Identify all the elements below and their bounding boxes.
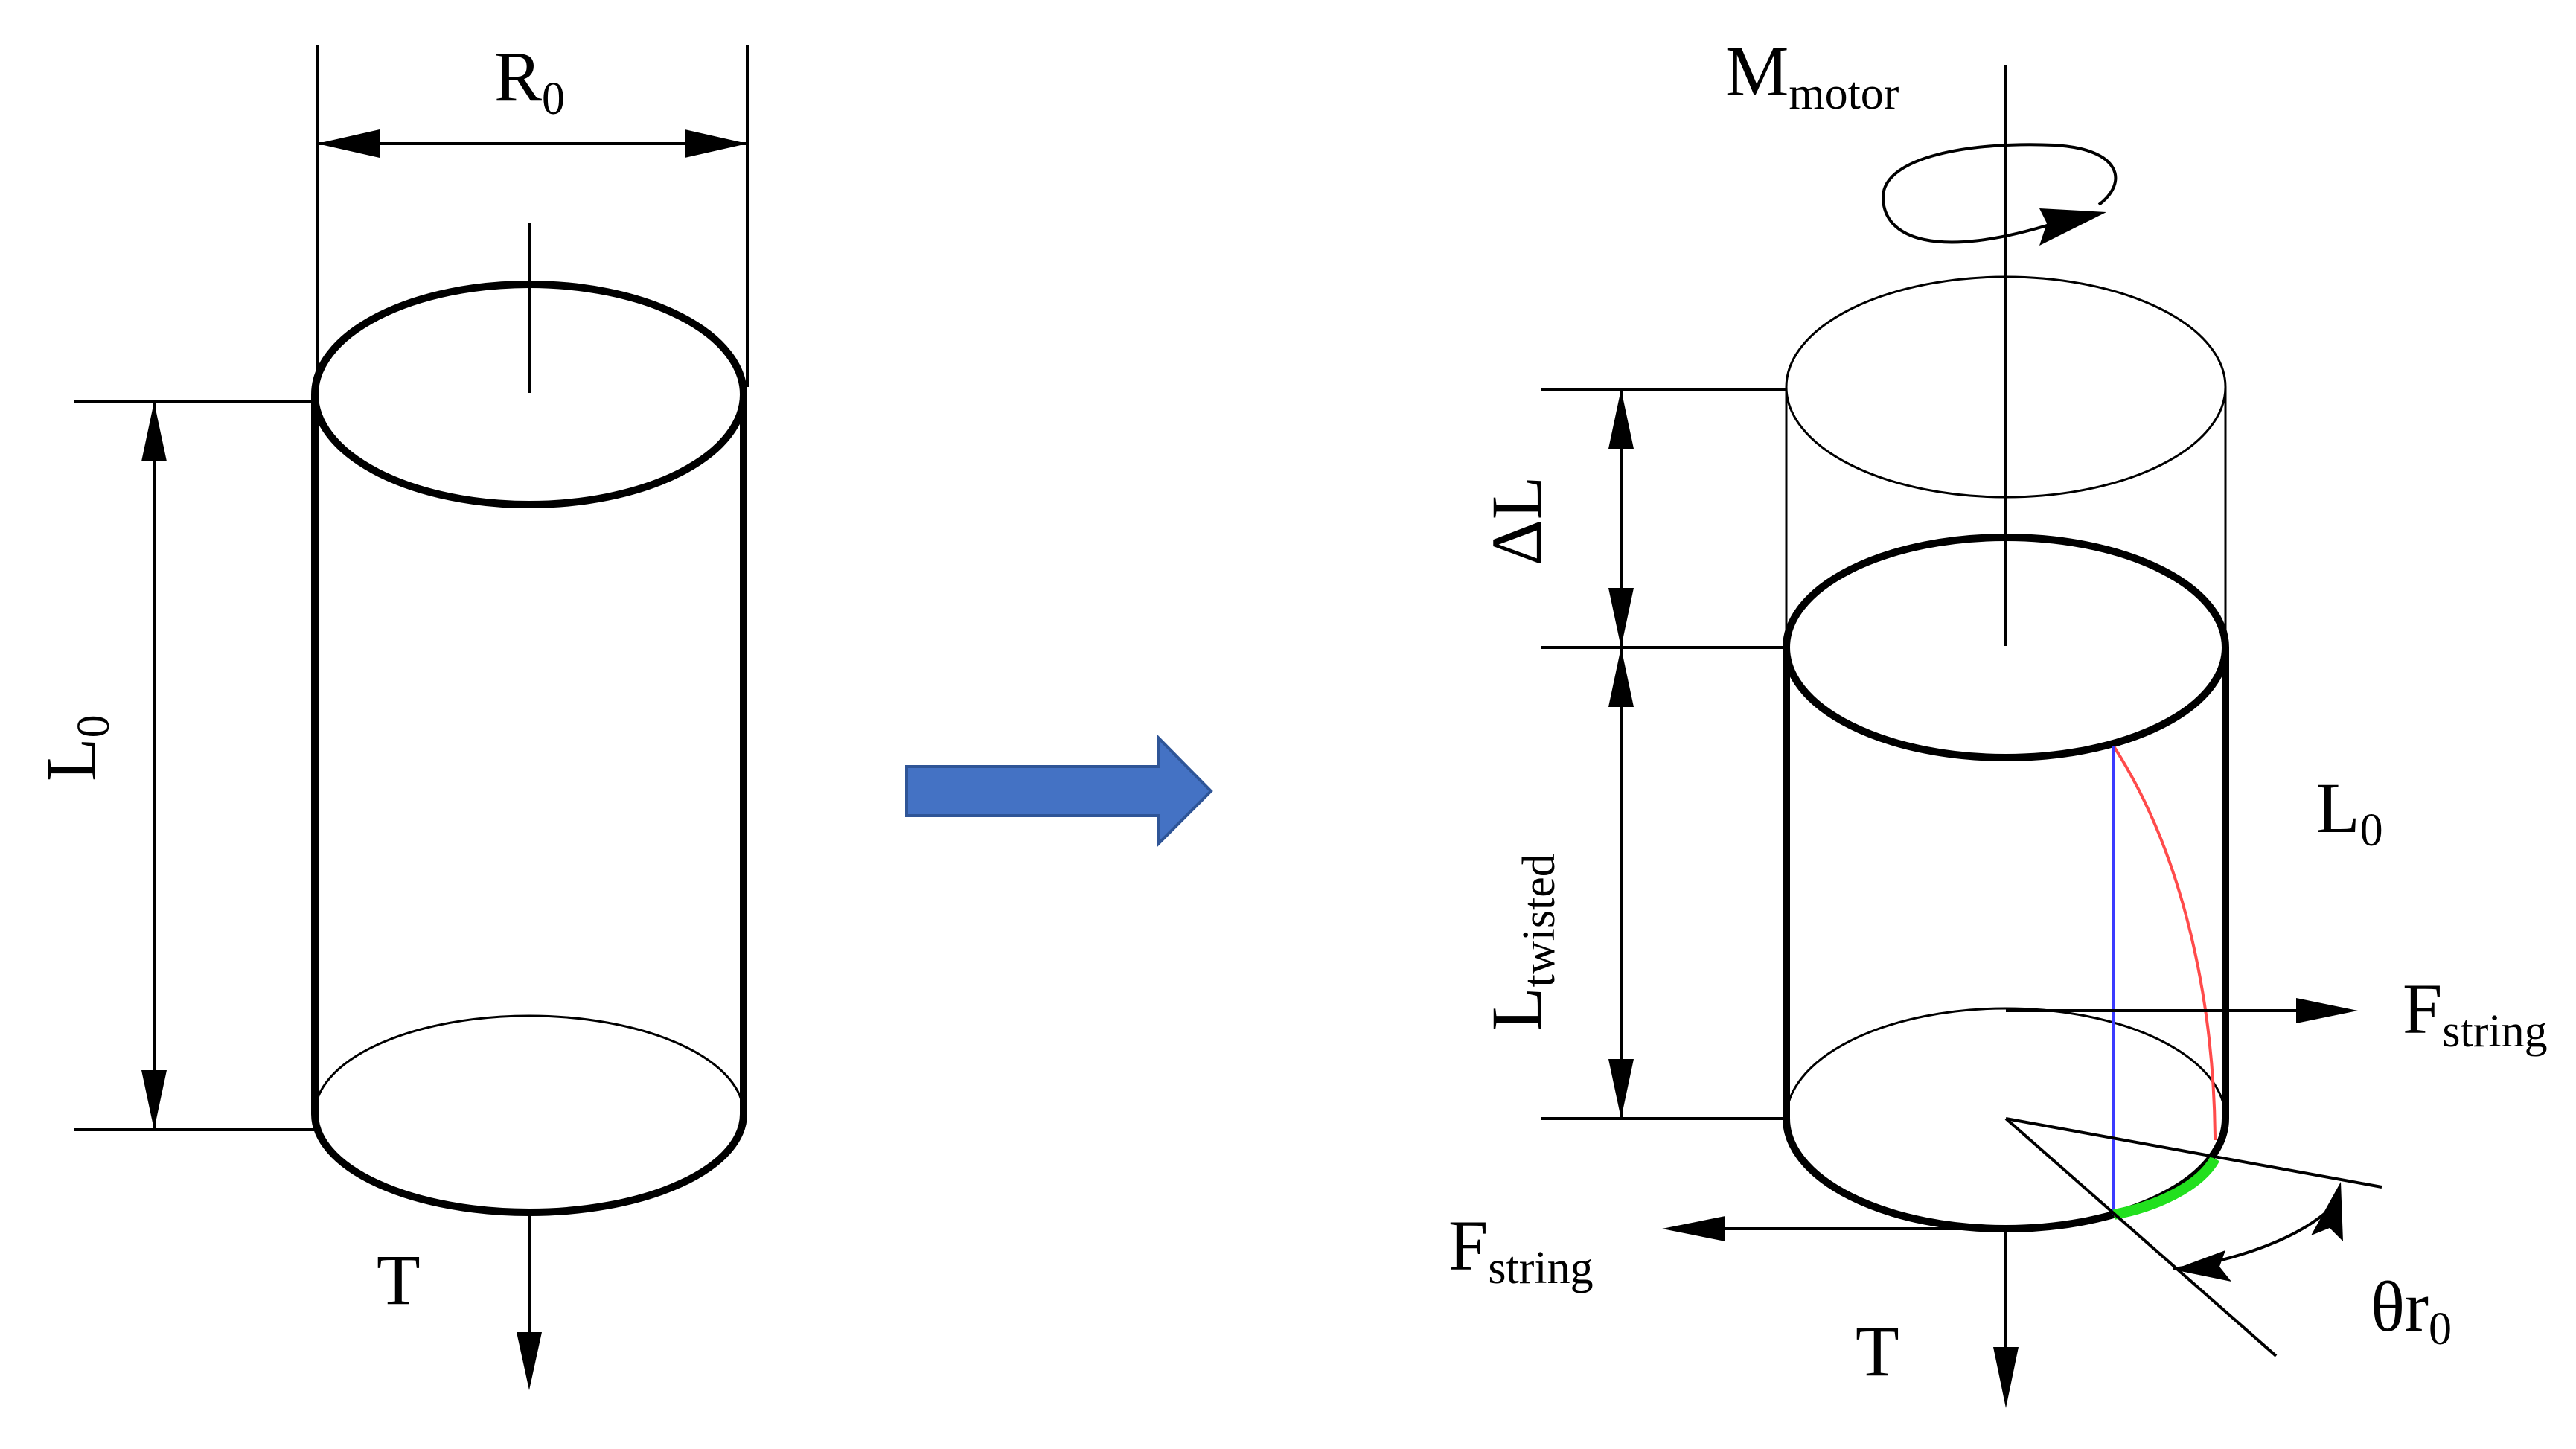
angle-arrowhead-left xyxy=(2173,1250,2231,1282)
length-dimension xyxy=(74,400,315,1131)
transform-arrow xyxy=(905,735,1213,847)
radius-label: R0 xyxy=(494,36,565,124)
angle-label: θr0 xyxy=(2371,1267,2452,1354)
dim-arrowhead-right xyxy=(685,129,747,158)
ghost-cylinder xyxy=(1785,275,2227,647)
helix-line xyxy=(2112,745,2217,1141)
angle-arrowhead-up xyxy=(2311,1182,2343,1241)
left-cylinder-group: R0 L0 T xyxy=(31,36,749,1390)
force-arrow-left xyxy=(1662,1216,2006,1241)
radius-dimension xyxy=(316,45,749,394)
force-arrow-right xyxy=(2006,998,2358,1023)
twisted-length-label: Ltwisted xyxy=(1477,854,1565,1031)
force-left-label: Fstring xyxy=(1448,1206,1594,1293)
dim-arrowhead-left xyxy=(317,129,380,158)
right-tension-label: T xyxy=(1856,1311,1899,1391)
rotation-arrow-icon xyxy=(1881,143,2118,246)
tension-label: T xyxy=(377,1240,421,1320)
angle-construction xyxy=(2004,1117,2382,1357)
twisted-length-dimension xyxy=(1541,647,1786,1120)
tension-arrow xyxy=(517,1212,542,1390)
angle-arc xyxy=(2112,1156,2220,1220)
length-label: L0 xyxy=(31,714,119,781)
delta-length-dimension xyxy=(1541,388,1786,649)
right-cylinder-group: Mmotor xyxy=(1448,31,2548,1408)
right-length-label: L0 xyxy=(2316,768,2383,856)
left-cylinder-body xyxy=(311,281,747,1216)
right-tension-arrow xyxy=(1993,1229,2019,1408)
force-right-label: Fstring xyxy=(2403,969,2548,1057)
motor-label: Mmotor xyxy=(1725,31,1899,119)
delta-length-label: ΔL xyxy=(1477,476,1556,566)
